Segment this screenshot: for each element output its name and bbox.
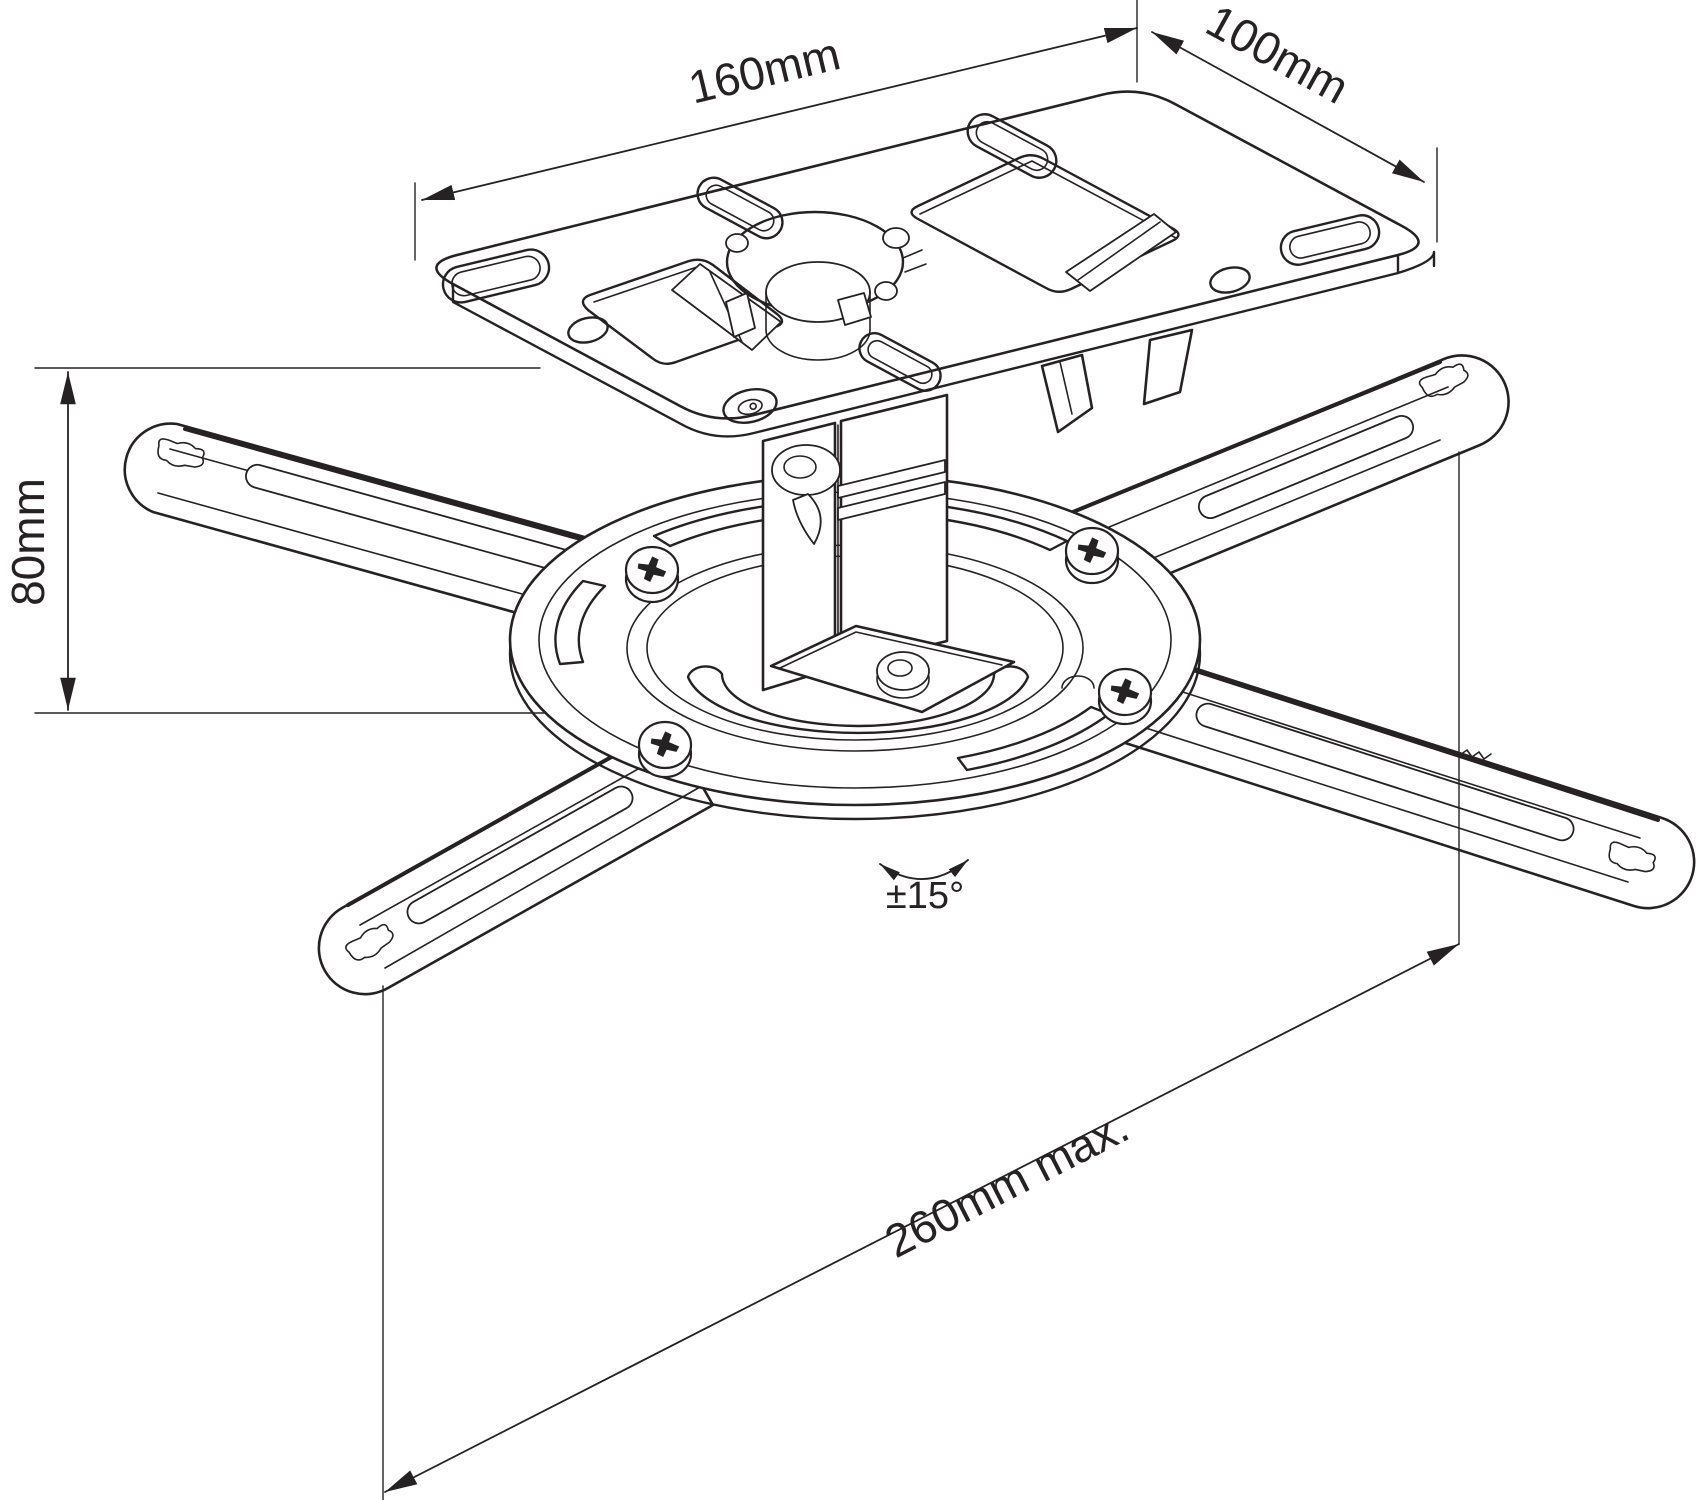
plate-countersink-hole (722, 388, 778, 424)
dimension-line-plate-depth (1151, 31, 1425, 183)
plate-cutout-left (581, 258, 784, 365)
mount-assembly (123, 90, 1696, 996)
center-column (761, 310, 1194, 714)
plate-keyhole-center (725, 210, 927, 361)
disc-slot-west (554, 579, 607, 666)
mount-arm-lower-right (1064, 634, 1696, 910)
dimension-line-arm-span (384, 943, 1460, 1493)
label-mount-height: 80mm (2, 478, 54, 606)
label-plate-width: 160mm (684, 27, 845, 113)
disc-slot-northeast (924, 503, 1069, 552)
disc-screw-top-right (1064, 526, 1120, 585)
label-arm-span: 260mm max. (877, 1100, 1137, 1268)
rotation-arc-arrow (879, 859, 969, 881)
label-rotation-range: ±15° (886, 875, 964, 917)
pivot-bolt (771, 444, 841, 496)
ceiling-plate (435, 90, 1436, 438)
disc-screw-bottom-right (1097, 667, 1153, 726)
dimension-line-plate-width (421, 27, 1138, 201)
disc-screw-top-left (624, 545, 680, 604)
label-plate-depth: 100mm (1198, 0, 1357, 114)
disc-slot-south (956, 705, 1111, 772)
disc-screw-bottom-left (637, 720, 693, 779)
mount-arm-upper-right (1060, 354, 1510, 605)
